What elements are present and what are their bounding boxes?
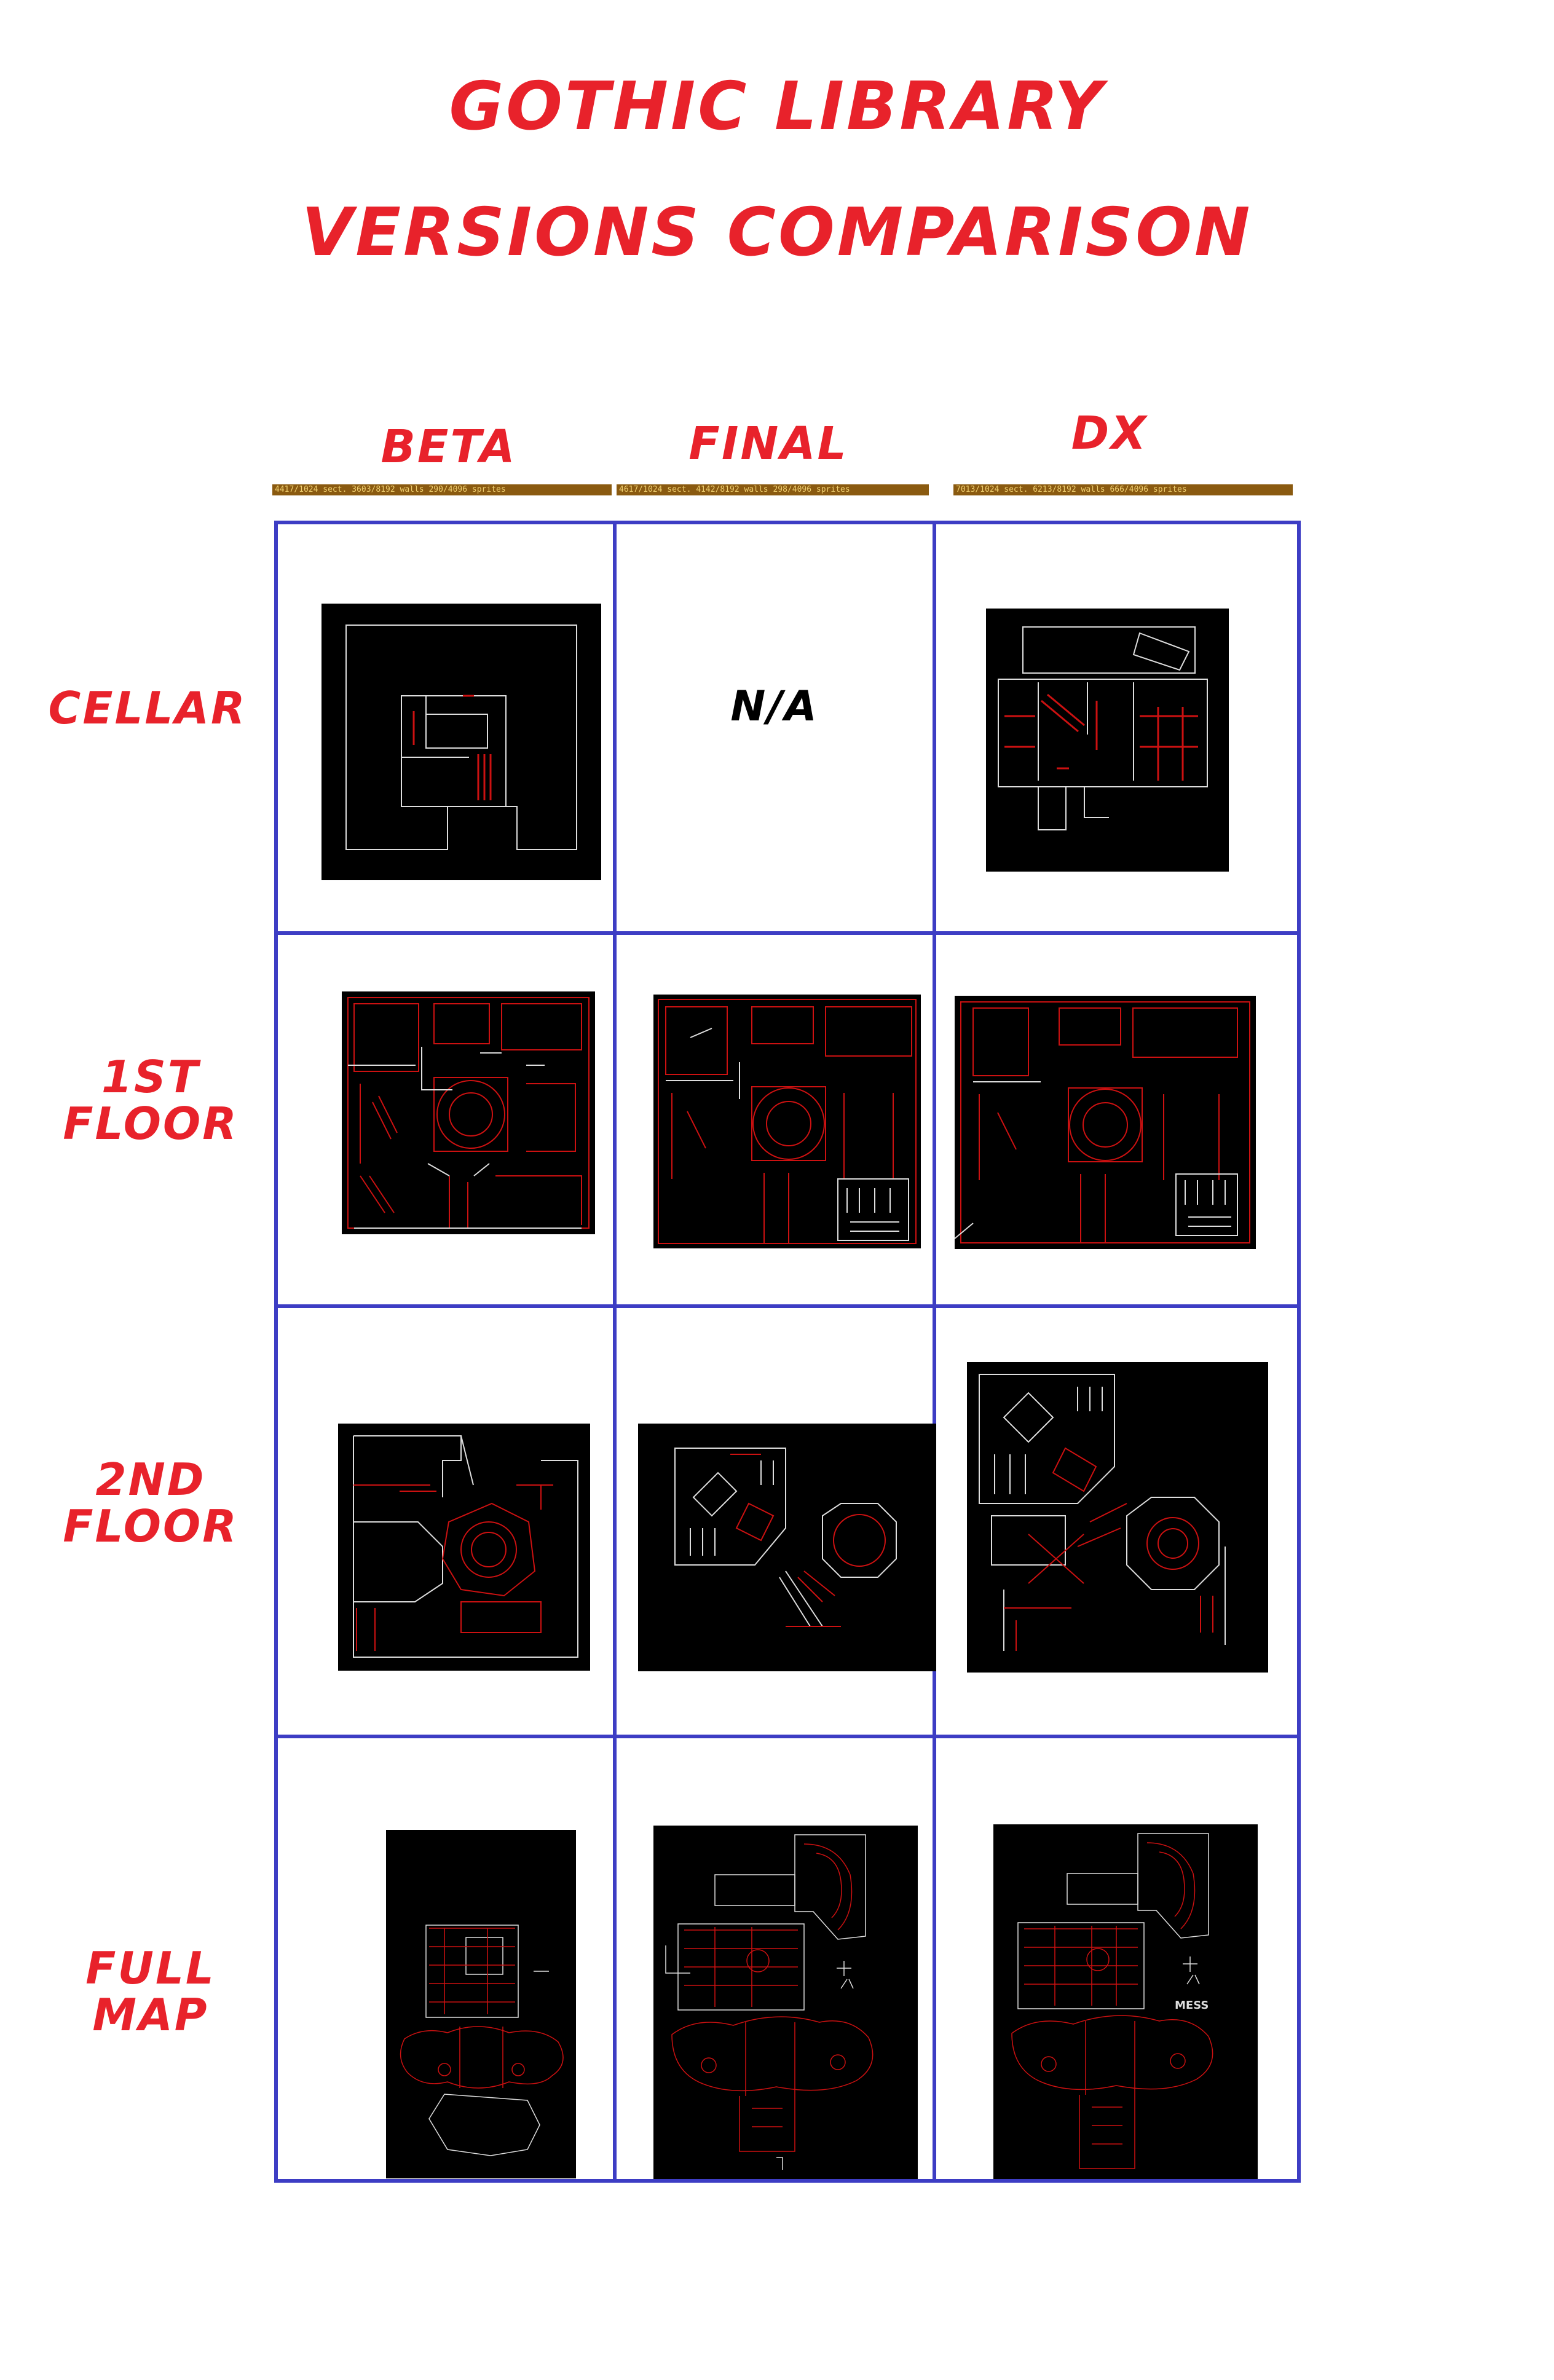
map-2nd-floor-beta — [338, 1424, 590, 1671]
row-header-line: Map — [92, 1988, 209, 2041]
status-bar-final: 4617/1024 sect. 4142/8192 walls 298/4096… — [617, 484, 929, 495]
map-cellar-beta — [321, 604, 601, 880]
status-bar-beta: 4417/1024 sect. 3603/8192 walls 290/4096… — [272, 484, 612, 495]
page-title-line-2: Versions Comparison — [301, 194, 1253, 271]
map-full-dx: MESS — [993, 1824, 1258, 2179]
row-header-line: Full — [85, 1942, 216, 1994]
row-header-1st-floor: 1st Floor — [34, 1054, 267, 1147]
map-label-mess: MESS — [1175, 1999, 1209, 2012]
row-header-line: Floor — [63, 1500, 239, 1552]
map-full-beta — [386, 1830, 576, 2178]
page-title-line-1: Gothic Library — [449, 68, 1105, 145]
map-1st-floor-beta — [342, 991, 595, 1234]
comparison-grid — [274, 521, 1301, 2183]
row-header-line: Floor — [63, 1097, 239, 1149]
row-header-line: Cellar — [48, 682, 247, 734]
row-header-cellar: Cellar — [31, 685, 264, 732]
row-header-line: 2nd — [95, 1454, 206, 1505]
map-2nd-floor-final — [638, 1424, 936, 1671]
row-header-full-map: Full Map — [34, 1945, 267, 2038]
map-2nd-floor-dx — [967, 1362, 1268, 1673]
grid-divider — [274, 931, 1301, 935]
column-header-beta: Beta — [381, 420, 517, 473]
row-header-line: 1st — [101, 1051, 200, 1103]
map-full-final — [653, 1826, 918, 2179]
row-header-2nd-floor: 2nd Floor — [34, 1454, 267, 1552]
cell-na-label: N/A — [730, 682, 819, 731]
column-header-dx: DX — [1071, 407, 1148, 460]
column-header-final: Final — [688, 417, 848, 470]
map-cellar-dx — [986, 609, 1229, 872]
grid-divider — [613, 521, 617, 2183]
grid-divider — [274, 1735, 1301, 1738]
map-1st-floor-final — [653, 995, 921, 1248]
map-1st-floor-dx — [955, 996, 1256, 1249]
grid-divider — [933, 521, 936, 2183]
grid-divider — [274, 1304, 1301, 1308]
status-bar-dx: 7013/1024 sect. 6213/8192 walls 666/4096… — [953, 484, 1293, 495]
